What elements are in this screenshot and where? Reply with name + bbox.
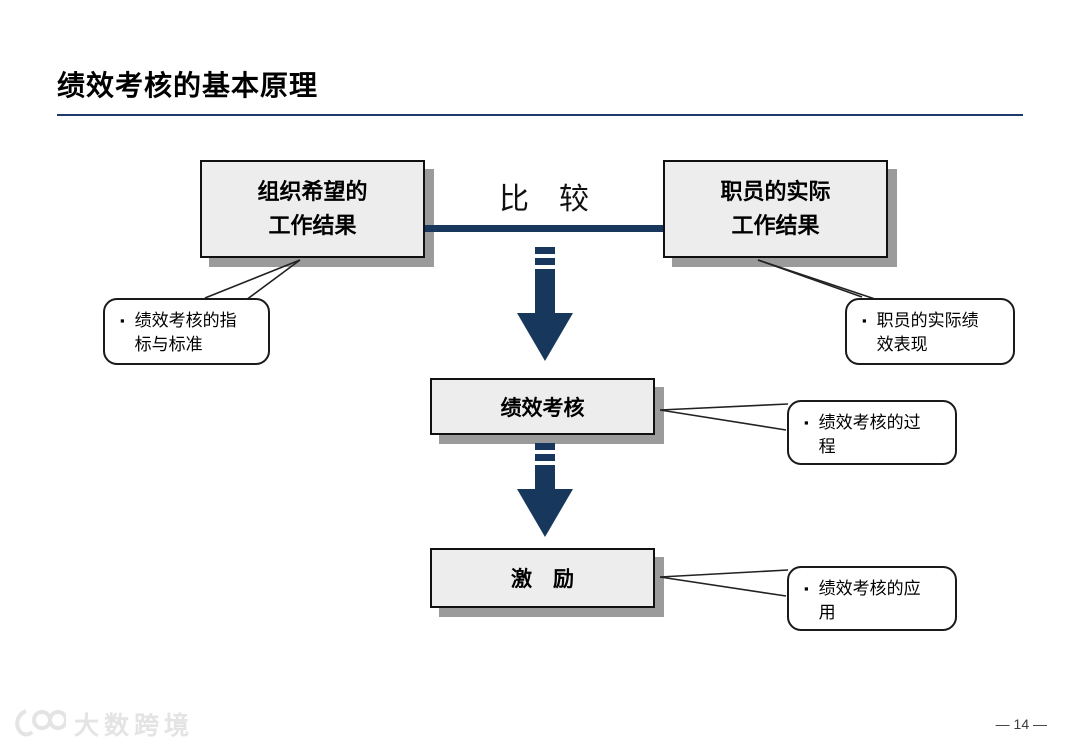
page-title: 绩效考核的基本原理	[57, 70, 319, 101]
arrow-head	[517, 489, 573, 537]
callout-actual-performance: ▪ 职员的实际绩效表现	[845, 298, 1015, 365]
bullet-icon: ▪	[120, 313, 125, 328]
arrow-shaft	[535, 465, 555, 489]
watermark-text: 大数跨境	[74, 712, 195, 740]
arrow-dash	[535, 258, 555, 265]
arrow-dash	[535, 443, 555, 450]
bullet-icon: ▪	[804, 415, 809, 430]
box-motivation-label: 激 励	[511, 568, 574, 591]
down-arrow-2	[517, 443, 573, 537]
watermark: 大数跨境	[14, 706, 194, 742]
callout-process-text: 绩效考核的过程	[818, 413, 921, 456]
callout-appraisal-process: ▪ 绩效考核的过程	[787, 400, 957, 465]
box-expected-line1: 组织希望的	[257, 179, 368, 204]
watermark-100-logo-icon	[15, 709, 66, 737]
page-number: — 14 —	[995, 716, 1047, 732]
box-appraisal: 绩效考核	[430, 378, 655, 435]
bullet-icon: ▪	[804, 581, 809, 596]
box-actual-line2: 工作结果	[731, 213, 820, 238]
box-appraisal-label: 绩效考核	[500, 396, 585, 420]
box-actual-line1: 职员的实际	[720, 179, 831, 204]
box-expected-results: 组织希望的 工作结果	[200, 160, 425, 258]
box-actual-results: 职员的实际 工作结果	[663, 160, 888, 258]
callout-appraisal-application: ▪ 绩效考核的应用	[787, 566, 957, 631]
callout-indicators-standards: ▪ 绩效考核的指标与标准	[103, 298, 270, 365]
callout-application-text: 绩效考核的应用	[818, 579, 921, 622]
callout-right-text: 职员的实际绩效表现	[876, 311, 979, 354]
box-motivation: 激 励	[430, 548, 655, 608]
arrow-dash	[535, 454, 555, 461]
arrow-head	[517, 313, 573, 361]
compare-connector-line	[425, 225, 663, 232]
bullet-icon: ▪	[862, 313, 867, 328]
title-underline	[57, 114, 1023, 116]
callout-left-text: 绩效考核的指标与标准	[134, 311, 237, 354]
arrow-shaft	[535, 269, 555, 313]
box-expected-line2: 工作结果	[268, 213, 357, 238]
arrow-dash	[535, 247, 555, 254]
down-arrow-1	[517, 247, 573, 361]
compare-label: 比 较	[499, 183, 589, 216]
